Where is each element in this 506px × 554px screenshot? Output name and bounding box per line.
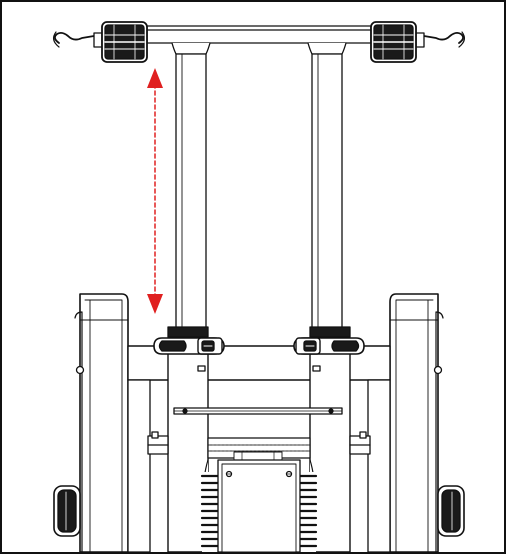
left-handle-grip [53, 21, 148, 63]
side-brackets [147, 431, 371, 455]
handle-bar [146, 25, 372, 55]
motor-housing [200, 437, 318, 552]
height-adjustment-double-arrow [147, 68, 163, 314]
right-motor-fins [298, 472, 318, 552]
right-height-lock-lever [293, 326, 365, 355]
left-motor-fins [200, 472, 220, 552]
upright-posts [175, 53, 343, 330]
left-height-lock-lever [153, 326, 225, 355]
right-wheel [389, 293, 465, 552]
right-handle-grip [370, 21, 465, 63]
left-wheel [53, 293, 129, 552]
